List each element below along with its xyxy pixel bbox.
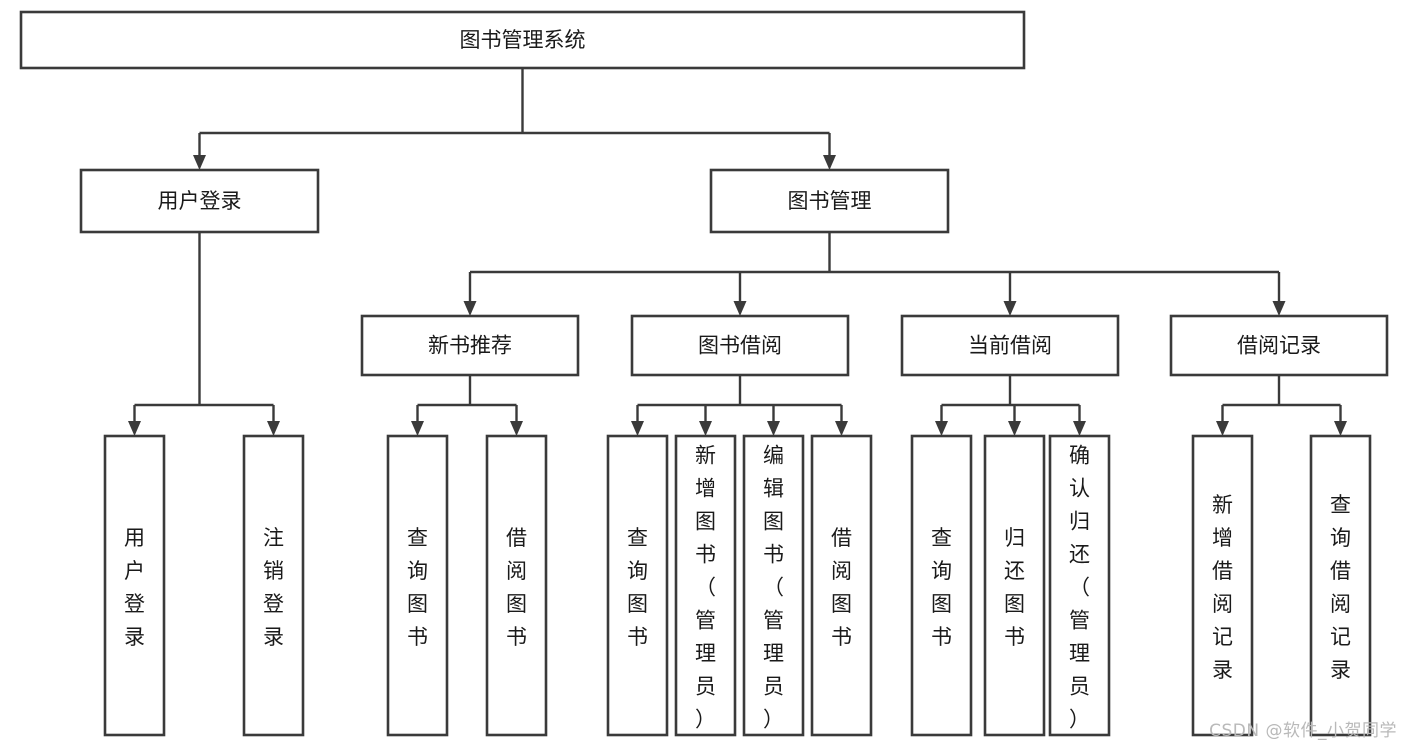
- node-leaf-12-rect[interactable]: [1309, 434, 1372, 737]
- node-level1-1-label: 图书管理: [788, 189, 872, 213]
- node-leaf-6-rect[interactable]: [742, 434, 805, 737]
- node-level2-2-label: 当前借阅: [968, 334, 1052, 358]
- connector-level2-1-to-leaves: [631, 375, 848, 436]
- node-leaf-11-rect[interactable]: [1191, 434, 1254, 737]
- node-level2-1-rect[interactable]: [630, 314, 850, 377]
- node-root-rect[interactable]: [19, 10, 1026, 70]
- node-level2-2-rect[interactable]: [900, 314, 1120, 377]
- node-leaf-4-label: 查询图书: [627, 526, 648, 649]
- node-level2-3-rect[interactable]: [1169, 314, 1389, 377]
- node-leaf-10-label: 确认归还（管理员）: [1069, 444, 1090, 732]
- node-root[interactable]: 图书管理系统: [19, 10, 1026, 70]
- node-leaf-12-label: 查询借阅记录: [1330, 493, 1351, 682]
- node-leaf-0-label: 用户登录: [124, 526, 145, 649]
- node-level1-1-rect[interactable]: [709, 168, 950, 234]
- connectors-layer: [128, 68, 1347, 436]
- node-leaf-7-rect[interactable]: [810, 434, 873, 737]
- node-level1-1[interactable]: 图书管理: [709, 168, 950, 234]
- node-leaf-3-rect[interactable]: [485, 434, 548, 737]
- node-leaf-0[interactable]: 用户登录: [103, 434, 166, 737]
- node-leaf-1-label: 注销登录: [263, 526, 284, 649]
- node-leaf-7[interactable]: 借阅图书: [810, 434, 873, 737]
- node-leaf-6-label: 编辑图书（管理员）: [763, 444, 784, 732]
- node-level1-0[interactable]: 用户登录: [79, 168, 320, 234]
- connector-bookmgmt-to-level2: [463, 232, 1286, 316]
- node-level1-0-rect[interactable]: [79, 168, 320, 234]
- connector-level2-0-to-leaves: [411, 375, 523, 436]
- node-leaf-10-rect[interactable]: [1048, 434, 1111, 737]
- node-leaf-4[interactable]: 查询图书: [606, 434, 669, 737]
- node-leaf-3-label: 借阅图书: [506, 526, 527, 649]
- node-level2-3-label: 借阅记录: [1237, 334, 1321, 358]
- connector-root-to-level1: [193, 68, 836, 170]
- node-leaf-2-rect[interactable]: [386, 434, 449, 737]
- node-level2-1-label: 图书借阅: [698, 334, 782, 358]
- node-level2-1[interactable]: 图书借阅: [630, 314, 850, 377]
- node-leaf-5-rect[interactable]: [674, 434, 737, 737]
- node-root-label: 图书管理系统: [460, 28, 586, 52]
- node-leaf-3[interactable]: 借阅图书: [485, 434, 548, 737]
- node-leaf-4-rect[interactable]: [606, 434, 669, 737]
- node-leaf-7-label: 借阅图书: [831, 526, 852, 649]
- node-leaf-5-label: 新增图书（管理员）: [695, 444, 716, 732]
- csdn-watermark: CSDN @软件_小贺同学: [1209, 721, 1397, 741]
- node-leaf-8[interactable]: 查询图书: [910, 434, 973, 737]
- connector-level2-2-to-leaves: [935, 375, 1086, 436]
- node-level2-0-label: 新书推荐: [428, 334, 512, 358]
- node-leaf-11[interactable]: 新增借阅记录: [1191, 434, 1254, 737]
- connector-login-to-leaves: [128, 232, 280, 436]
- node-level1-0-label: 用户登录: [158, 189, 242, 213]
- node-leaf-2-label: 查询图书: [407, 526, 428, 649]
- node-leaf-6[interactable]: 编辑图书（管理员）: [742, 434, 805, 737]
- node-level2-0[interactable]: 新书推荐: [360, 314, 580, 377]
- node-level2-2[interactable]: 当前借阅: [900, 314, 1120, 377]
- node-leaf-2[interactable]: 查询图书: [386, 434, 449, 737]
- node-leaf-1[interactable]: 注销登录: [242, 434, 305, 737]
- node-leaf-1-rect[interactable]: [242, 434, 305, 737]
- node-leaf-8-label: 查询图书: [931, 526, 952, 649]
- node-level2-3[interactable]: 借阅记录: [1169, 314, 1389, 377]
- node-leaf-12[interactable]: 查询借阅记录: [1309, 434, 1372, 737]
- node-leaf-9[interactable]: 归还图书: [983, 434, 1046, 737]
- connector-level2-3-to-leaves: [1216, 375, 1347, 436]
- node-level2-0-rect[interactable]: [360, 314, 580, 377]
- node-leaf-5[interactable]: 新增图书（管理员）: [674, 434, 737, 737]
- nodes-layer: 图书管理系统用户登录图书管理新书推荐图书借阅当前借阅借阅记录用户登录注销登录查询…: [19, 10, 1389, 737]
- node-leaf-11-label: 新增借阅记录: [1212, 493, 1233, 682]
- node-leaf-9-label: 归还图书: [1004, 526, 1025, 649]
- node-leaf-9-rect[interactable]: [983, 434, 1046, 737]
- node-leaf-10[interactable]: 确认归还（管理员）: [1048, 434, 1111, 737]
- node-leaf-8-rect[interactable]: [910, 434, 973, 737]
- node-leaf-0-rect[interactable]: [103, 434, 166, 737]
